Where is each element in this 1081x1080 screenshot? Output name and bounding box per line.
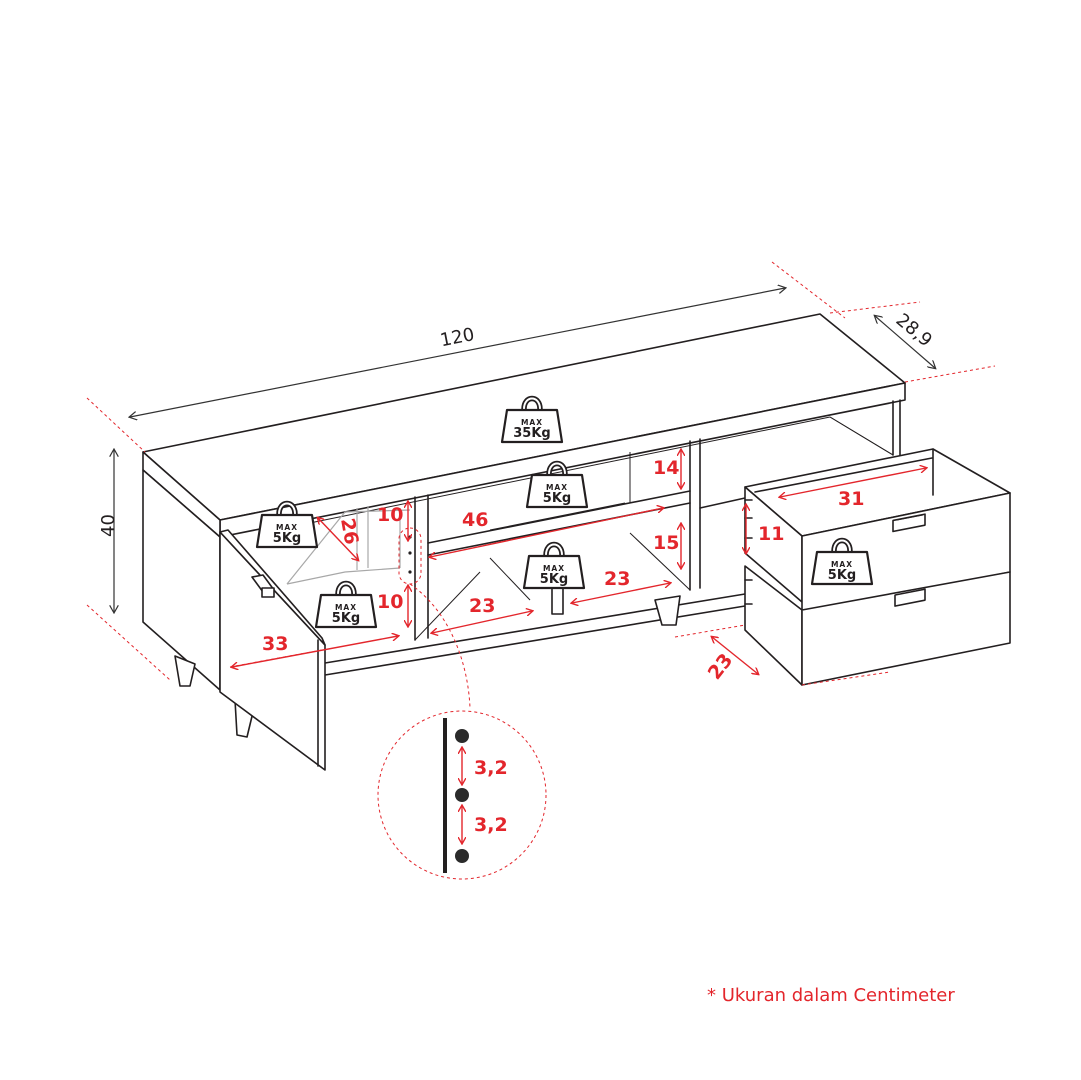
pin-spacing-label-2: 3,2 xyxy=(474,814,508,836)
svg-text:MAX: MAX xyxy=(276,523,298,532)
pin-spacing-detail: 3,2 3,2 xyxy=(443,718,508,873)
weight-badges: MAX 35Kg MAX 5Kg MAX 5Kg MAX 5Kg MAX 5Kg… xyxy=(257,399,872,628)
right-lower-height-label: 15 xyxy=(653,532,679,554)
drawer-height-label: 11 xyxy=(758,523,784,545)
svg-text:5Kg: 5Kg xyxy=(543,491,571,506)
pin-hole xyxy=(455,788,469,802)
depth-label: 28,9 xyxy=(892,309,936,351)
weight-icon-drawer: MAX 5Kg xyxy=(812,541,872,585)
left-lower-height-label: 10 xyxy=(377,591,403,613)
units-note: * Ukuran dalam Centimeter xyxy=(707,985,955,1006)
svg-text:5Kg: 5Kg xyxy=(828,568,856,583)
pin-spacing-label-1: 3,2 xyxy=(474,757,508,779)
weight-icon-left-bottom: MAX 5Kg xyxy=(316,584,376,628)
height-label: 40 xyxy=(98,514,119,537)
pin-hole xyxy=(455,729,469,743)
svg-text:5Kg: 5Kg xyxy=(332,611,360,626)
left-depth-label: 26 xyxy=(336,516,362,546)
shelf-width-label: 46 xyxy=(462,509,488,531)
drawer-width-label: 31 xyxy=(838,488,864,510)
right-upper-height-label: 14 xyxy=(653,457,679,479)
svg-text:35Kg: 35Kg xyxy=(513,426,550,441)
svg-text:MAX: MAX xyxy=(543,564,565,573)
svg-text:5Kg: 5Kg xyxy=(540,572,568,587)
weight-icon-lower-shelf: MAX 5Kg xyxy=(524,545,584,589)
svg-text:MAX: MAX xyxy=(521,418,543,427)
svg-text:MAX: MAX xyxy=(546,483,568,492)
svg-text:5Kg: 5Kg xyxy=(273,531,301,546)
pin-hole xyxy=(455,849,469,863)
dimension-arrows xyxy=(114,288,935,843)
left-upper-height-label: 10 xyxy=(377,504,403,526)
drawers xyxy=(744,448,1011,686)
bottom-left-width-label: 23 xyxy=(469,595,495,617)
door-width-label: 33 xyxy=(262,633,288,655)
drawer-depth-label: 23 xyxy=(704,649,738,683)
svg-text:MAX: MAX xyxy=(335,603,357,612)
svg-text:MAX: MAX xyxy=(831,560,853,569)
weight-icon-top: MAX 35Kg xyxy=(502,399,562,443)
weight-icon-left-shelf: MAX 5Kg xyxy=(257,504,317,548)
width-label: 120 xyxy=(438,324,476,351)
weight-icon-middle-shelf: MAX 5Kg xyxy=(527,464,587,508)
bottom-right-width-label: 23 xyxy=(604,568,630,590)
